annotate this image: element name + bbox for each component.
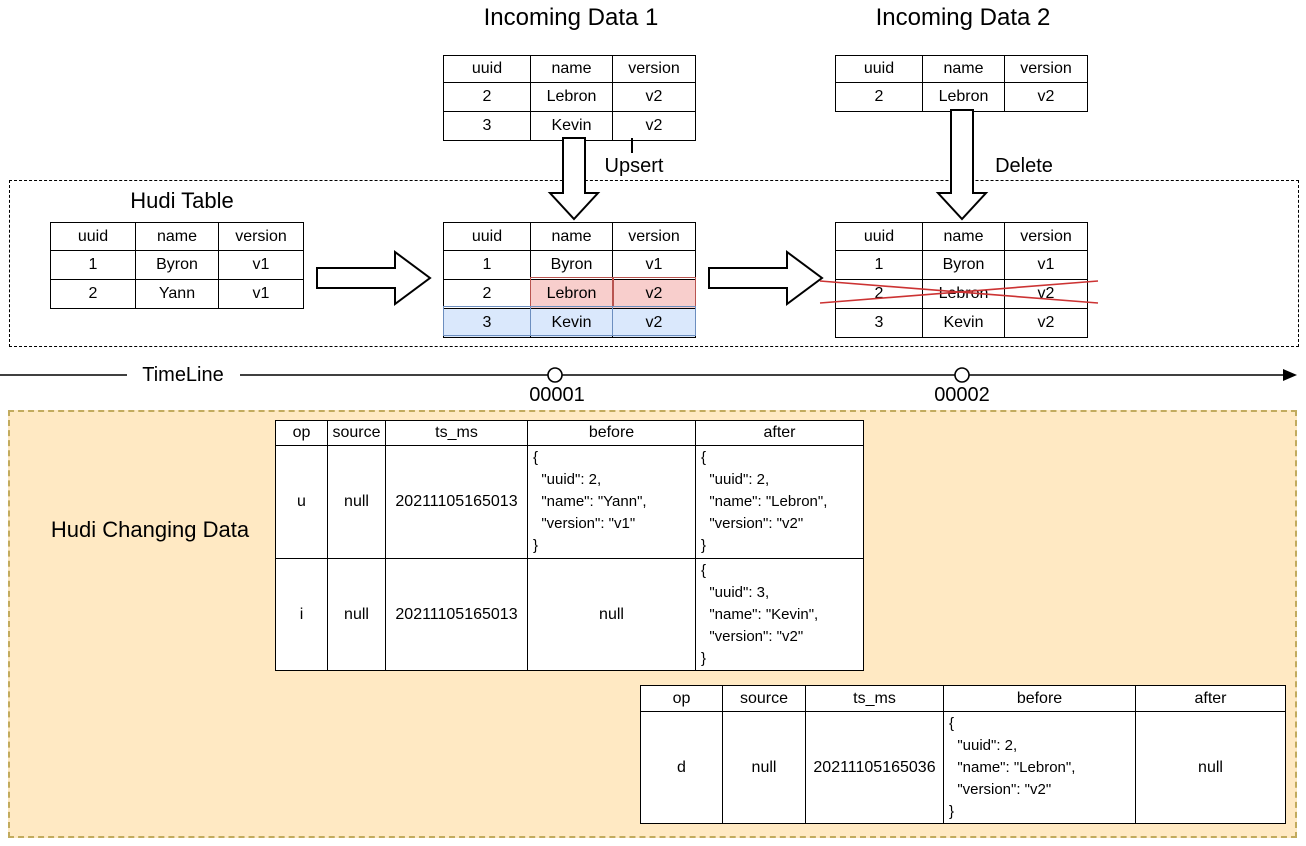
table-header-cell: op — [640, 685, 723, 712]
table-cell: v1 — [1004, 250, 1088, 280]
changelog-table-2: op source ts_ms before after d null 2021… — [640, 685, 1286, 824]
deleted-row-cross-icon — [819, 280, 1099, 304]
table-header-cell: name — [922, 222, 1005, 251]
table-cell: 2 — [835, 82, 923, 112]
incoming-data-2-title: Incoming Data 2 — [875, 4, 1051, 31]
table-header-cell: version — [612, 222, 696, 251]
table-cell-inserted: v2 — [612, 308, 696, 338]
table-header-cell: after — [1135, 685, 1286, 712]
upsert-arrow-icon — [547, 137, 601, 221]
table-cell-before: { "uuid": 2, "name": "Yann", "version": … — [527, 445, 696, 559]
table-cell-after: { "uuid": 2, "name": "Lebron", "version"… — [695, 445, 864, 559]
upsert-label-connector — [631, 138, 633, 153]
table-cell: v2 — [1004, 82, 1088, 112]
hudi-table-initial: uuid name version 1 Byron v1 2 Yann v1 — [50, 222, 304, 309]
table-cell: 2 — [443, 279, 531, 309]
row-updated: 2 Lebron v2 — [443, 279, 696, 309]
table-header-cell: after — [695, 420, 864, 446]
table-cell-updated: Lebron — [530, 279, 613, 309]
row-inserted: 3 Kevin v2 — [443, 308, 696, 338]
delete-arrow-icon — [935, 109, 989, 221]
table-cell-after: null — [1135, 711, 1286, 824]
timeline-axis — [0, 367, 1297, 383]
table-cell: v2 — [612, 82, 696, 112]
hudi-table-box — [9, 180, 1299, 347]
table-header-cell: name — [530, 55, 613, 83]
incoming-data-1-title: Incoming Data 1 — [483, 4, 659, 31]
table-header-cell: op — [275, 420, 328, 446]
table-cell: v2 — [612, 111, 696, 141]
table-cell-source: null — [327, 558, 386, 671]
table-cell-inserted: Kevin — [530, 308, 613, 338]
table-cell: Byron — [530, 250, 613, 280]
table-header-cell: ts_ms — [805, 685, 944, 712]
table-header-cell: source — [722, 685, 806, 712]
table-cell: 1 — [443, 250, 531, 280]
table-header-cell: ts_ms — [385, 420, 528, 446]
table-cell: Lebron — [922, 82, 1005, 112]
table-cell: Lebron — [530, 82, 613, 112]
table-cell: v1 — [218, 279, 304, 309]
incoming-data-2-table: uuid name version 2 Lebron v2 — [835, 55, 1088, 112]
table-header-cell: uuid — [50, 222, 136, 251]
table-header-cell: version — [1004, 55, 1088, 83]
table-header-cell: source — [327, 420, 386, 446]
flow-arrow-icon — [316, 250, 432, 306]
timeline-label: TimeLine — [142, 364, 224, 386]
changelog-table-1: op source ts_ms before after u null 2021… — [275, 420, 864, 671]
table-cell-op: u — [275, 445, 328, 559]
table-cell-before: null — [527, 558, 696, 671]
table-cell-ts: 20211105165013 — [385, 445, 528, 559]
table-cell: v2 — [1004, 308, 1088, 338]
delete-label: Delete — [995, 155, 1053, 177]
table-cell: 3 — [835, 308, 923, 338]
table-header-cell: before — [943, 685, 1136, 712]
table-header-cell: uuid — [835, 55, 923, 83]
table-cell: Byron — [135, 250, 219, 280]
table-header-cell: uuid — [443, 55, 531, 83]
table-cell-op: d — [640, 711, 723, 824]
table-cell-after: { "uuid": 3, "name": "Kevin", "version":… — [695, 558, 864, 671]
table-cell: Kevin — [530, 111, 613, 141]
table-cell-ts: 20211105165036 — [805, 711, 944, 824]
table-header-cell: name — [530, 222, 613, 251]
table-cell: Byron — [922, 250, 1005, 280]
flow-arrow-icon — [708, 250, 824, 306]
table-cell-op: i — [275, 558, 328, 671]
table-header-cell: uuid — [835, 222, 923, 251]
table-header-cell: version — [612, 55, 696, 83]
table-cell: Yann — [135, 279, 219, 309]
hudi-table-after-upsert: uuid name version 1 Byron v1 2 Lebron v2… — [443, 222, 696, 338]
table-header-cell: version — [218, 222, 304, 251]
table-header-cell: name — [135, 222, 219, 251]
table-cell: 2 — [50, 279, 136, 309]
table-cell: v1 — [612, 250, 696, 280]
table-header-cell: uuid — [443, 222, 531, 251]
table-cell: v1 — [218, 250, 304, 280]
hudi-table-title: Hudi Table — [130, 188, 234, 213]
table-header-cell: version — [1004, 222, 1088, 251]
table-cell: 1 — [835, 250, 923, 280]
timeline-tick-00002: 00002 — [934, 384, 990, 406]
table-cell: 2 — [443, 82, 531, 112]
table-cell-inserted: 3 — [443, 308, 531, 338]
table-cell-updated: v2 — [612, 279, 696, 309]
timeline-tick-00001: 00001 — [529, 384, 585, 406]
incoming-data-1-table: uuid name version 2 Lebron v2 3 Kevin v2 — [443, 55, 696, 141]
table-cell: 3 — [443, 111, 531, 141]
table-cell-before: { "uuid": 2, "name": "Lebron", "version"… — [943, 711, 1136, 824]
table-cell-source: null — [327, 445, 386, 559]
upsert-label: Upsert — [604, 155, 664, 177]
table-header-cell: name — [922, 55, 1005, 83]
table-cell-source: null — [722, 711, 806, 824]
table-cell: 1 — [50, 250, 136, 280]
table-header-cell: before — [527, 420, 696, 446]
hudi-table-after-delete: uuid name version 1 Byron v1 2 Lebron v2… — [835, 222, 1088, 338]
table-cell-ts: 20211105165013 — [385, 558, 528, 671]
hudi-changing-data-title: Hudi Changing Data — [50, 517, 250, 542]
table-cell: Kevin — [922, 308, 1005, 338]
